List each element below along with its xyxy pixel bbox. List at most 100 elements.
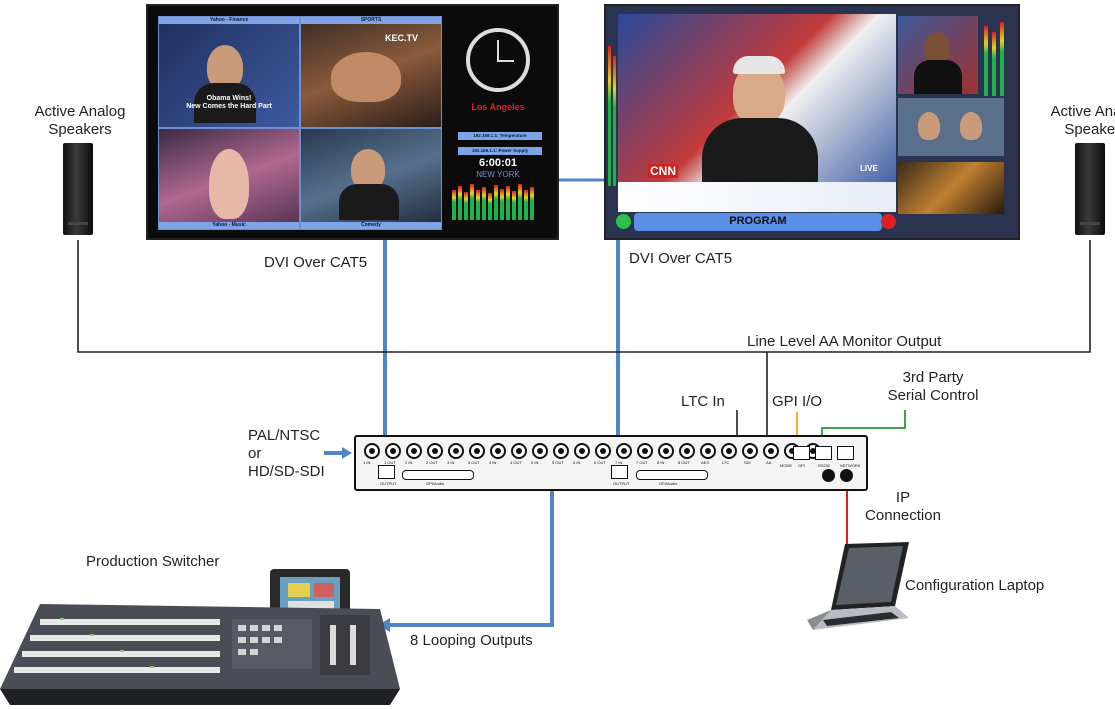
gpi-audio-port-2[interactable] bbox=[636, 470, 708, 480]
bnc-connector[interactable] bbox=[574, 443, 590, 459]
tile-music: Yahoo - Music bbox=[158, 128, 300, 230]
connector-label: 6 OUT bbox=[594, 460, 606, 465]
looping-outputs-label: 8 Looping Outputs bbox=[410, 632, 533, 649]
sports-logo: KEC.TV bbox=[385, 33, 419, 43]
speaker-left-label-line-1: Active Analog bbox=[34, 103, 126, 120]
program-feed: CNN LIVE bbox=[618, 14, 896, 212]
connector-label: 7 IN bbox=[615, 460, 623, 465]
caption-line-1: Obama Wins! bbox=[206, 95, 252, 102]
bnc-connector[interactable] bbox=[742, 443, 758, 459]
connector-label: 2 OUT bbox=[426, 460, 438, 465]
bnc-connector[interactable] bbox=[427, 443, 443, 459]
program-bar bbox=[634, 213, 882, 231]
bnc-connector[interactable] bbox=[763, 443, 779, 459]
multiviewer-monitor-left: Yahoo - Finance Obama Wins! New Comes th… bbox=[148, 6, 557, 238]
input-format-2: or bbox=[248, 445, 262, 462]
tile-music-title: Yahoo - Music bbox=[159, 222, 299, 229]
tile-comedy-title: Comedy bbox=[301, 222, 441, 229]
speaker-left bbox=[63, 143, 93, 235]
tile-sports-title: SPORTS bbox=[301, 17, 441, 24]
input-arrow-head bbox=[342, 447, 352, 459]
anchor-suit bbox=[194, 83, 256, 123]
ip-connection-line-2: Connection bbox=[865, 507, 941, 524]
bnc-connector[interactable] bbox=[490, 443, 506, 459]
output-port-label-1: OUTPUT bbox=[380, 481, 397, 486]
connector-label: 4 OUT bbox=[510, 460, 522, 465]
gpi-audio-port-1[interactable] bbox=[402, 470, 474, 480]
clock-city: Los Angeles bbox=[471, 102, 525, 112]
bnc-connector[interactable] bbox=[553, 443, 569, 459]
third-party-label-line-2: Serial Control bbox=[887, 387, 979, 404]
connector-label: 8 IN bbox=[657, 460, 665, 465]
bnc-connector[interactable] bbox=[616, 443, 632, 459]
time-readout: 6:00:01 bbox=[479, 157, 517, 169]
third-party-label-line-1: 3rd Party bbox=[902, 369, 964, 386]
speaker-right-label-line-1: Active Analog bbox=[1050, 103, 1115, 120]
cnn-logo: CNN bbox=[648, 164, 678, 178]
bnc-connector[interactable] bbox=[700, 443, 716, 459]
looping-output-cable bbox=[386, 489, 554, 627]
rs232-port[interactable] bbox=[815, 446, 832, 460]
preview-tile-1 bbox=[898, 16, 978, 94]
gpi-port[interactable] bbox=[793, 446, 810, 460]
bnc-connector[interactable] bbox=[679, 443, 695, 459]
live-badge: LIVE bbox=[860, 164, 878, 173]
tile-comedy: Comedy bbox=[300, 128, 442, 230]
bnc-connector[interactable] bbox=[532, 443, 548, 459]
bnc-connector[interactable] bbox=[406, 443, 422, 459]
connector-label: 3 OUT bbox=[468, 460, 480, 465]
bnc-connector[interactable] bbox=[364, 443, 380, 459]
bnc-connector[interactable] bbox=[721, 443, 737, 459]
connector-label: AES bbox=[701, 460, 710, 465]
ip-connection-label: IP Connection bbox=[858, 489, 948, 525]
dvi-output-port-1[interactable] bbox=[378, 465, 395, 479]
connector-label: 3 IN bbox=[447, 460, 455, 465]
connector-label: 1 IN bbox=[363, 460, 371, 465]
power-connector-icon bbox=[840, 469, 853, 482]
tile-finance: Yahoo - Finance Obama Wins! New Comes th… bbox=[158, 16, 300, 128]
connector-label: 1 OUT bbox=[384, 460, 396, 465]
connector-label: 5 IN bbox=[531, 460, 539, 465]
gpi-audio-label-2: GPI/Audio bbox=[659, 481, 678, 486]
speaker-left-label-line-2: Speakers bbox=[48, 121, 112, 138]
input-format-3: HD/SD-SDI bbox=[248, 463, 325, 480]
configuration-laptop bbox=[807, 542, 909, 630]
connector-label: AA bbox=[766, 460, 772, 465]
gpi-io-label: GPI I/O bbox=[772, 393, 823, 410]
tile-finance-title: Yahoo - Finance bbox=[159, 17, 299, 24]
connector-label: 7 OUT bbox=[636, 460, 648, 465]
green-tally-icon bbox=[616, 214, 631, 229]
tile-caption: Obama Wins! New Comes the Hard Part bbox=[159, 95, 299, 111]
lower-third bbox=[618, 182, 896, 212]
gpi-audio-label-1: GPI/Audio bbox=[426, 481, 445, 486]
speaker-left-label: Active Analog Speakers bbox=[10, 103, 150, 139]
connector-label: SDI bbox=[744, 460, 751, 465]
bnc-connector[interactable] bbox=[658, 443, 674, 459]
bnc-connector[interactable] bbox=[511, 443, 527, 459]
clock-icon bbox=[466, 28, 530, 92]
dvi-label-right: DVI Over CAT5 bbox=[629, 250, 733, 267]
configuration-laptop-label: Configuration Laptop bbox=[905, 577, 1045, 594]
input-format-1: PAL/NTSC bbox=[248, 427, 321, 444]
fighter-figure bbox=[331, 52, 401, 102]
program-label: PROGRAM bbox=[729, 215, 787, 227]
host-figure bbox=[351, 149, 385, 189]
ip-connection-line-1: IP bbox=[895, 489, 911, 506]
bnc-connector[interactable] bbox=[595, 443, 611, 459]
bnc-connector[interactable] bbox=[637, 443, 653, 459]
bnc-connector[interactable] bbox=[448, 443, 464, 459]
connector-label: MODE bbox=[780, 463, 792, 468]
preview-tile-2 bbox=[898, 98, 1004, 156]
third-party-label: 3rd Party Serial Control bbox=[868, 369, 998, 405]
input-formats-label: PAL/NTSC or HD/SD-SDI bbox=[248, 427, 325, 481]
line-level-label: Line Level AA Monitor Output bbox=[747, 333, 942, 350]
connector-label: RS232 bbox=[818, 463, 831, 468]
audio-meters-program bbox=[608, 36, 618, 186]
anchor-body bbox=[702, 118, 818, 184]
connector-label: NETWORK bbox=[840, 463, 861, 468]
connector-label: 2 IN bbox=[405, 460, 413, 465]
network-port[interactable] bbox=[837, 446, 854, 460]
bnc-connector[interactable] bbox=[469, 443, 485, 459]
bnc-connector[interactable] bbox=[385, 443, 401, 459]
dvi-output-port-2[interactable] bbox=[611, 465, 628, 479]
